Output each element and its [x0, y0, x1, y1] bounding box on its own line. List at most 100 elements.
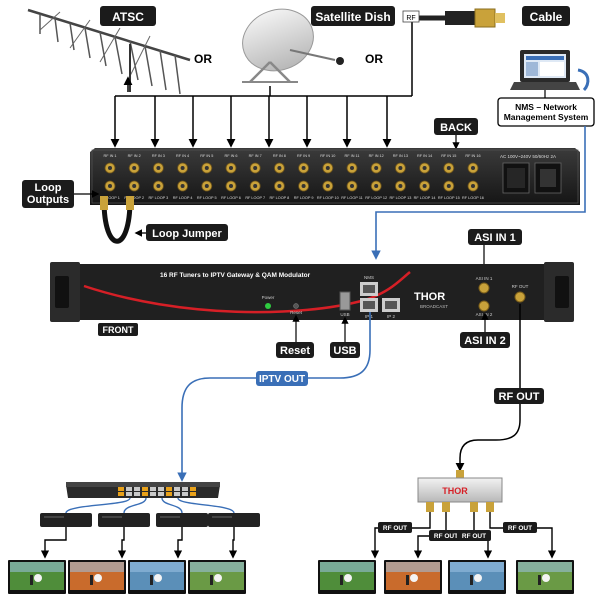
rf-loop-label: RF LOOP 6 [221, 196, 241, 200]
rf-out-small-label-box [378, 522, 412, 533]
iptv-out-cable [177, 312, 371, 482]
rf-in-label: RF IN 7 [249, 154, 262, 158]
rf-out-small-label: RF OUT [383, 525, 407, 532]
rf-in-label: RF IN 6 [224, 154, 237, 158]
switch-port [150, 492, 156, 496]
rf-loop-label: RF LOOP 14 [414, 196, 436, 200]
rf-loop-label: RF LOOP 11 [341, 196, 363, 200]
rf-input-drop-lines [110, 96, 392, 148]
asi-in1-label: ASI IN 1 [474, 232, 516, 244]
switch-port [158, 487, 164, 491]
set-top-box [156, 513, 208, 527]
laptop-icon [510, 50, 590, 92]
switch-port [182, 492, 188, 496]
atsc-label-box [100, 6, 156, 26]
reset-label: Reset [280, 345, 310, 357]
rf-in-label: RF IN 11 [345, 154, 360, 158]
iptv-set-top-boxes [40, 497, 260, 559]
rf-out-small-label-box [457, 530, 491, 541]
switch-port [158, 492, 164, 496]
switch-port [182, 487, 188, 491]
reset-port-label: Reset [290, 310, 303, 315]
front-red-swoosh [83, 271, 411, 314]
switch-port [118, 492, 124, 496]
rf-tag-box [402, 10, 420, 23]
back-label-box [434, 118, 478, 135]
rf-loop-label: RF LOOP 2 [124, 196, 144, 200]
front-label-box [98, 323, 138, 336]
rf-loop-label: RF LOOP 9 [294, 196, 314, 200]
rf-out-small-label: RF OUT [508, 525, 532, 532]
satellite-label-box [311, 6, 395, 26]
rf-in-label: RF IN 5 [200, 154, 213, 158]
brand-logo: THOR [414, 291, 445, 303]
loop-jumper-label-box [146, 224, 228, 241]
set-top-box [40, 513, 92, 527]
rf-out-label: RF OUT [499, 391, 540, 403]
front-panel: 16 RF Tuners to IPTV Gateway & QAM Modul… [50, 262, 574, 322]
switch-port [142, 492, 148, 496]
rf-out-small-label: RF OUT [462, 533, 486, 540]
rf-tag: RF [406, 15, 415, 22]
cable-label: Cable [530, 10, 563, 24]
atsc-antenna-icon [27, 8, 191, 95]
reset-button[interactable] [293, 303, 299, 309]
switch-port [166, 492, 172, 496]
brand-sub: BROADCAST [420, 304, 448, 309]
rf-out-label-box [494, 388, 544, 404]
cable-label-box [522, 6, 570, 26]
switch-port [142, 487, 148, 491]
rf-in-label: RF IN 8 [273, 154, 286, 158]
rf-splitter-icon: THOR [417, 470, 503, 512]
satellite-dish-icon [242, 8, 344, 83]
usb-label: USB [333, 345, 356, 357]
set-top-box [208, 513, 260, 527]
switch-port [150, 487, 156, 491]
loop-jumper-icon [100, 196, 134, 244]
switch-port [134, 487, 140, 491]
rf-in-label: RF IN 12 [369, 154, 384, 158]
rf-in-label: RF IN 16 [465, 154, 480, 158]
switch-port [118, 487, 124, 491]
or-label-1: OR [194, 52, 212, 66]
rf-in-label: RF IN 3 [152, 154, 165, 158]
rf-out-small-label-box [503, 522, 537, 533]
front-panel-title: 16 RF Tuners to IPTV Gateway & QAM Modul… [160, 272, 311, 279]
rf-out-port [514, 291, 526, 303]
rf-loop-label: RF LOOP 10 [317, 196, 339, 200]
cable-connector-icon [411, 8, 505, 92]
asi-in1-port [478, 282, 490, 294]
loop-outputs-label-box [22, 180, 74, 208]
rf-in-label: RF IN 10 [320, 154, 335, 158]
usb-port [339, 291, 351, 311]
asi-in1-port-label: ASI IN 1 [476, 276, 493, 281]
rf-loop-label: RF LOOP 12 [365, 196, 387, 200]
back-label: BACK [440, 122, 472, 134]
rf-in-label: RF IN 15 [441, 154, 456, 158]
loop-outputs-label: Loop Outputs [26, 182, 70, 206]
asi-in2-label-box [460, 332, 510, 348]
rf-in-label: RF IN 14 [417, 154, 432, 158]
rf-in-label: RF IN 2 [128, 154, 141, 158]
rf-loop-label: RF LOOP 4 [173, 196, 193, 200]
usb-port-label: USB [340, 312, 349, 317]
tv-screens [8, 560, 574, 594]
switch-port [174, 487, 180, 491]
rf-loop-label: RF LOOP 13 [389, 196, 411, 200]
switch-port [190, 487, 196, 491]
atsc-label: ATSC [112, 10, 144, 24]
nms-label: NMS – Network Management System [503, 102, 589, 122]
switch-port [174, 492, 180, 496]
satellite-label: Satellite Dish [315, 10, 390, 24]
rf-loop-label: RF LOOP 3 [149, 196, 169, 200]
ip2-port-label: IP 2 [387, 314, 395, 319]
rf-loop-label: RF LOOP 7 [245, 196, 265, 200]
reset-label-box [276, 342, 314, 358]
rf-out-small-label-box [429, 530, 463, 541]
loop-jumper-label: Loop Jumper [152, 228, 222, 240]
power-led-label: Power [262, 295, 275, 300]
rf-loop-label: RF LOOP 5 [197, 196, 217, 200]
power-rating: AC 100V~240V 50/60Hz 2A [500, 154, 556, 159]
